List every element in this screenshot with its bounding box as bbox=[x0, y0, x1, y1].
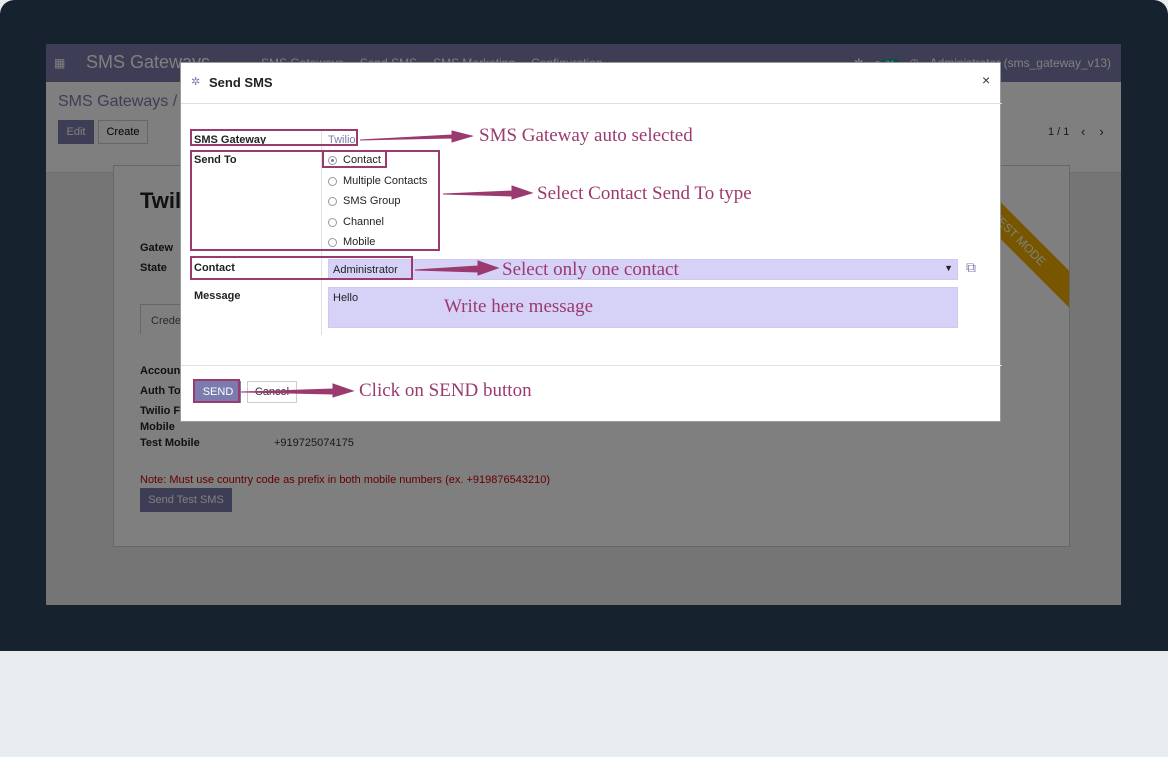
external-link-icon[interactable]: ⧉ bbox=[966, 259, 976, 275]
radio-checked-icon[interactable] bbox=[328, 155, 337, 165]
radio-mobile[interactable]: Mobile bbox=[328, 236, 375, 248]
contact-label: Contact bbox=[194, 262, 235, 274]
highlight-gateway bbox=[190, 129, 358, 146]
radio-channel[interactable]: Channel bbox=[328, 216, 384, 228]
annotation-message: Write here message bbox=[444, 296, 594, 317]
sms-gateway-label: SMS Gateway bbox=[194, 134, 267, 146]
radio-icon[interactable] bbox=[328, 196, 337, 206]
radio-multiple-contacts[interactable]: Multiple Contacts bbox=[328, 175, 427, 187]
radio-icon[interactable] bbox=[328, 217, 337, 227]
annotation-gateway: SMS Gateway auto selected bbox=[479, 125, 693, 146]
radio-contact[interactable]: Contact bbox=[328, 154, 381, 166]
highlight-send-to bbox=[190, 150, 440, 251]
footer-divider bbox=[181, 365, 1002, 366]
radio-icon[interactable] bbox=[328, 176, 337, 186]
radio-label: Mobile bbox=[343, 236, 376, 248]
annotation-send-to: Select Contact Send To type bbox=[537, 183, 752, 204]
radio-label: Channel bbox=[343, 216, 384, 228]
bug-icon: ✲ bbox=[191, 76, 201, 88]
radio-icon[interactable] bbox=[328, 237, 337, 247]
highlight-contact bbox=[190, 256, 413, 280]
radio-label: SMS Group bbox=[343, 195, 401, 207]
send-button[interactable]: SEND bbox=[195, 381, 241, 403]
highlight-contact-radio bbox=[322, 150, 387, 168]
caret-down-icon[interactable]: ▼ bbox=[944, 263, 953, 273]
annotation-contact: Select only one contact bbox=[502, 259, 679, 280]
dialog-title: Send SMS bbox=[209, 75, 273, 90]
close-icon[interactable]: × bbox=[982, 72, 991, 88]
cancel-button[interactable]: Cancel bbox=[247, 381, 297, 403]
dialog-header: ✲ Send SMS × bbox=[181, 63, 1002, 104]
field-divider bbox=[321, 130, 322, 335]
radio-sms-group[interactable]: SMS Group bbox=[328, 195, 400, 207]
contact-value: Administrator bbox=[333, 264, 398, 276]
send-to-label: Send To bbox=[194, 154, 237, 166]
radio-label: Multiple Contacts bbox=[343, 175, 428, 187]
highlight-send bbox=[193, 379, 240, 403]
message-value: Hello bbox=[333, 292, 359, 304]
annotation-send: Click on SEND button bbox=[359, 380, 532, 401]
message-label: Message bbox=[194, 290, 241, 302]
radio-label: Contact bbox=[343, 154, 381, 166]
message-textarea[interactable]: Hello bbox=[328, 287, 958, 328]
sms-gateway-value[interactable]: Twilio bbox=[328, 134, 356, 146]
